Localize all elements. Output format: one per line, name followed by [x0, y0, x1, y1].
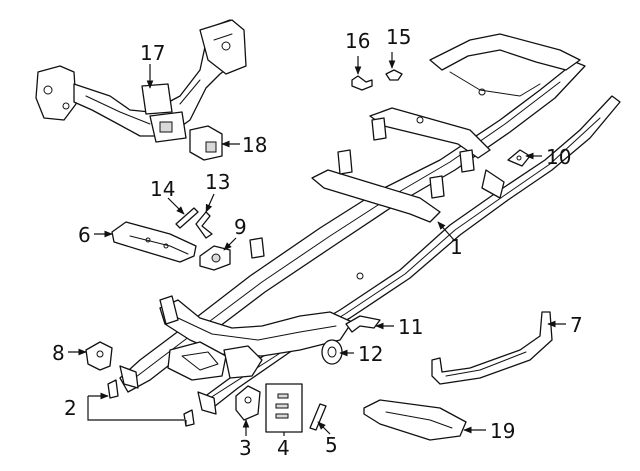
mount-9: [199, 245, 231, 271]
bracket-11: [345, 315, 381, 333]
callout-16: 16: [345, 29, 370, 53]
bracket-8: [85, 341, 113, 371]
bar-7: [431, 311, 553, 385]
callout-11: 11: [398, 315, 423, 339]
callout-5: 5: [325, 433, 338, 457]
callout-8: 8: [52, 341, 65, 365]
callout-3: 3: [239, 436, 252, 460]
callout-9: 9: [234, 215, 247, 239]
callout-12: 12: [358, 342, 383, 366]
shim-5: [309, 403, 327, 431]
callout-2: 2: [64, 396, 77, 420]
bushing-12: [321, 339, 343, 365]
bracket-3: [235, 385, 261, 421]
callout-14: 14: [150, 177, 175, 201]
clip-2a: [107, 379, 119, 399]
callout-13: 13: [205, 170, 230, 194]
callout-17: 17: [140, 41, 165, 65]
callout-7: 7: [570, 313, 583, 337]
bracket-10: [507, 149, 531, 167]
frame-assembly: [119, 33, 621, 415]
bracket-13: [195, 211, 213, 239]
leader-lines: [68, 52, 566, 436]
pin-14: [175, 207, 199, 229]
callout-15: 15: [386, 25, 411, 49]
skid-plate-19: [363, 399, 467, 441]
callout-1: 1: [450, 235, 463, 259]
clip-15: [385, 69, 403, 81]
bracket-plate-6: [111, 221, 197, 263]
callout-6: 6: [78, 223, 91, 247]
callout-4: 4: [277, 436, 290, 460]
callout-18: 18: [242, 133, 267, 157]
hitch-assembly: [35, 19, 247, 143]
fastener-kit-4: [265, 383, 303, 433]
callout-labels: 1 2 3 4 5 6 7 8 9 10 11 12 13 14 15 16 1…: [52, 25, 583, 460]
callout-10: 10: [546, 145, 571, 169]
callout-19: 19: [490, 419, 515, 443]
receiver-insert: [189, 125, 223, 161]
clip-16: [351, 75, 373, 91]
